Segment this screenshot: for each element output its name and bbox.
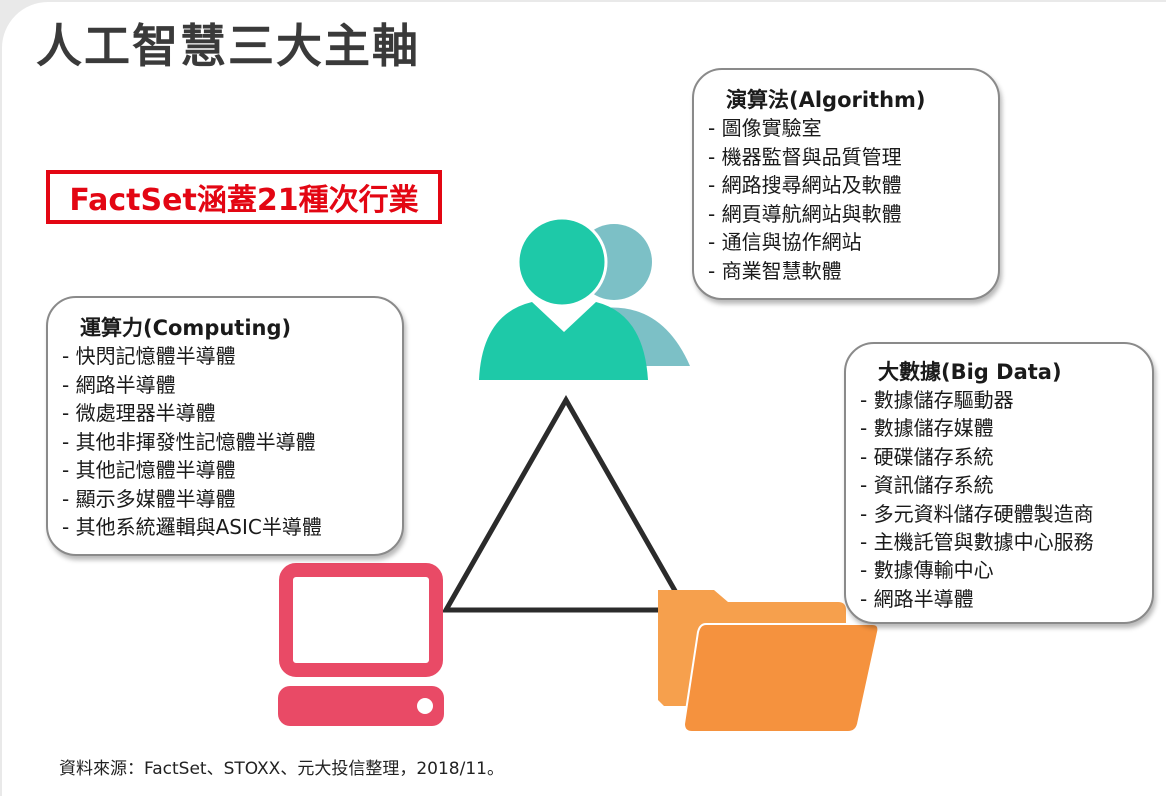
list-item: 機器監督與品質管理 <box>708 143 998 172</box>
list-item: 商業智慧軟體 <box>708 257 998 286</box>
triangle-connector <box>441 394 691 613</box>
list-item: 網頁導航網站與軟體 <box>708 200 998 229</box>
algorithm-list: 圖像實驗室 機器監督與品質管理 網路搜尋網站及軟體 網頁導航網站與軟體 通信與協… <box>708 114 998 285</box>
bigdata-card: 大數據(Big Data) 數據儲存驅動器 數據儲存媒體 硬碟儲存系統 資訊儲存… <box>844 342 1154 624</box>
bigdata-list: 數據儲存驅動器 數據儲存媒體 硬碟儲存系統 資訊儲存系統 多元資料儲存硬體製造商… <box>860 386 1152 613</box>
list-item: 資訊儲存系統 <box>860 471 1152 499</box>
list-item: 其他非揮發性記憶體半導體 <box>62 428 402 457</box>
list-item: 數據傳輸中心 <box>860 556 1152 584</box>
factset-coverage-label: FactSet涵蓋21種次行業 <box>46 170 442 224</box>
list-item: 網路搜尋網站及軟體 <box>708 171 998 200</box>
list-item: 多元資料儲存硬體製造商 <box>860 500 1152 528</box>
list-item: 網路半導體 <box>860 585 1152 613</box>
users-icon <box>479 216 690 380</box>
list-item: 網路半導體 <box>62 371 402 400</box>
computer-icon <box>278 563 444 726</box>
factset-coverage-text: FactSet涵蓋21種次行業 <box>69 183 419 218</box>
folder-icon <box>658 590 880 733</box>
list-item: 顯示多媒體半導體 <box>62 485 402 514</box>
list-item: 主機託管與數據中心服務 <box>860 528 1152 556</box>
list-item: 硬碟儲存系統 <box>860 443 1152 471</box>
algorithm-title: 演算法(Algorithm) <box>726 88 926 112</box>
algorithm-card: 演算法(Algorithm) 圖像實驗室 機器監督與品質管理 網路搜尋網站及軟體… <box>692 68 1000 300</box>
list-item: 數據儲存媒體 <box>860 414 1152 442</box>
computing-list: 快閃記憶體半導體 網路半導體 微處理器半導體 其他非揮發性記憶體半導體 其他記憶… <box>62 342 402 542</box>
list-item: 其他記憶體半導體 <box>62 456 402 485</box>
list-item: 通信與協作網站 <box>708 228 998 257</box>
list-item: 數據儲存驅動器 <box>860 386 1152 414</box>
list-item: 圖像實驗室 <box>708 114 998 143</box>
bigdata-title: 大數據(Big Data) <box>878 360 1062 384</box>
list-item: 快閃記憶體半導體 <box>62 342 402 371</box>
source-note: 資料來源：FactSet、STOXX、元大投信整理，2018/11。 <box>59 759 504 779</box>
list-item: 其他系統邏輯與ASIC半導體 <box>62 513 402 542</box>
page-title: 人工智慧三大主軸 <box>36 19 420 73</box>
computing-card: 運算力(Computing) 快閃記憶體半導體 網路半導體 微處理器半導體 其他… <box>46 296 404 556</box>
computing-title: 運算力(Computing) <box>80 316 292 340</box>
list-item: 微處理器半導體 <box>62 399 402 428</box>
